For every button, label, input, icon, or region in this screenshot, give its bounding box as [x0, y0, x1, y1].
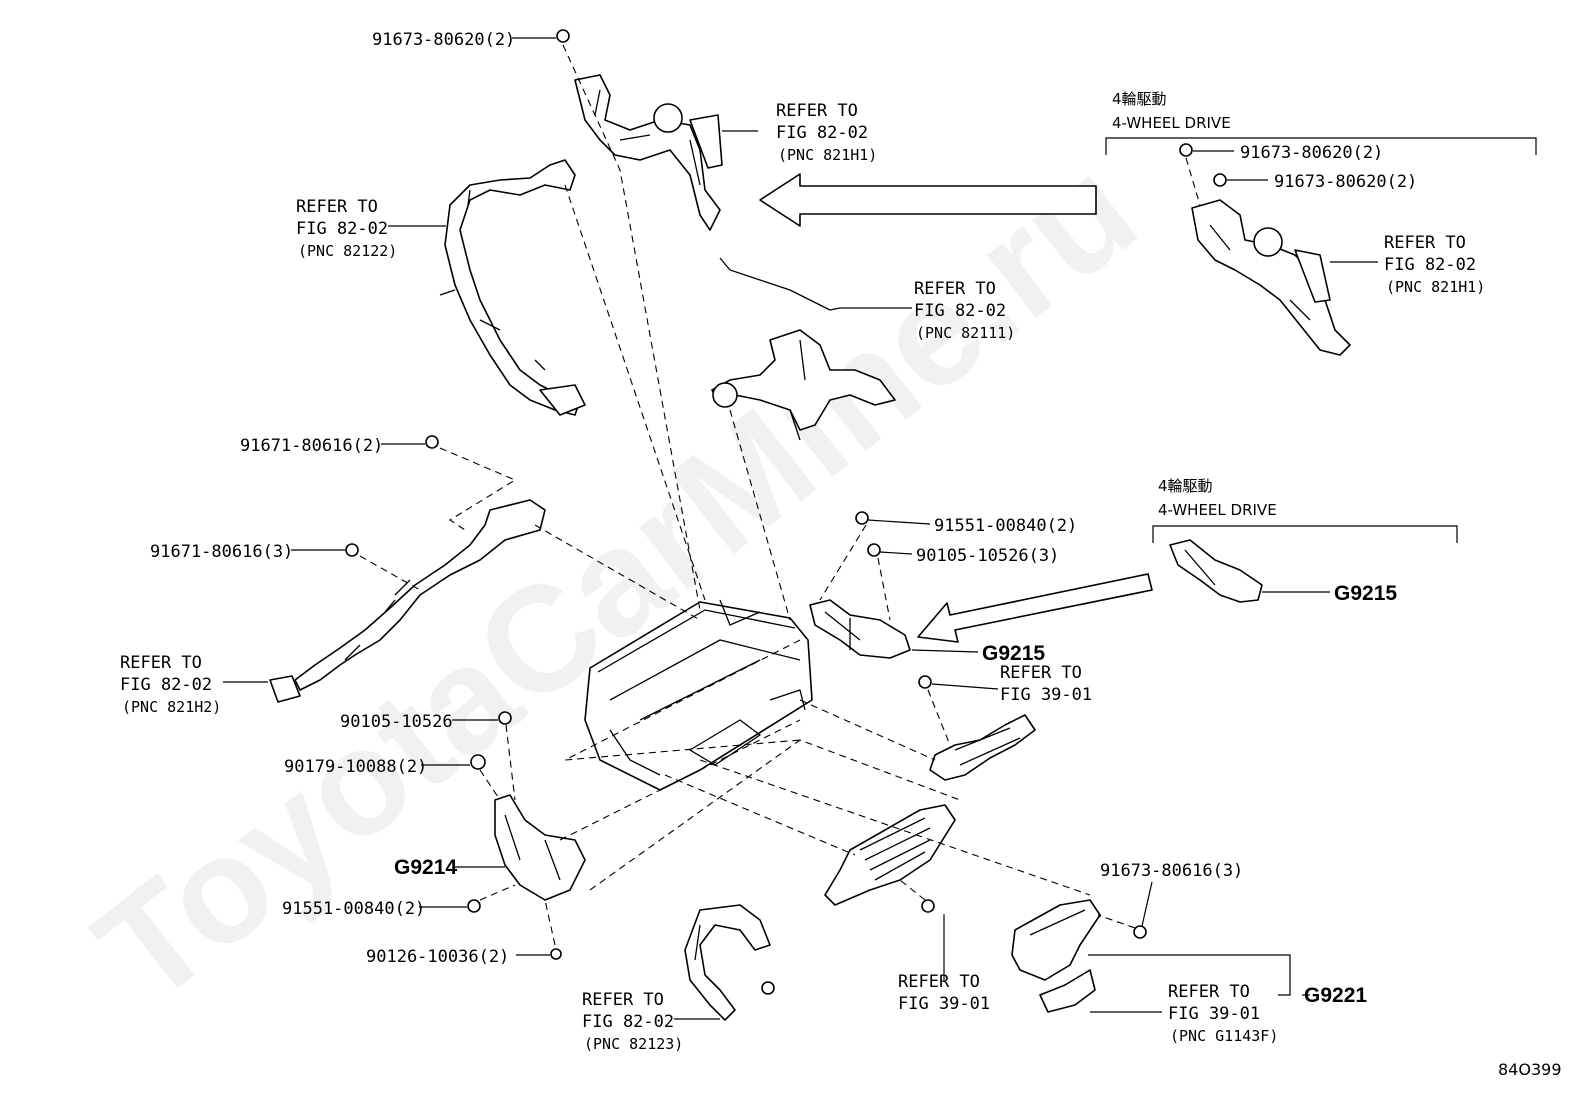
label-91671-80616-2: 91671-80616(2) [240, 436, 383, 456]
label-g9221: G9221 [1304, 984, 1367, 1007]
label-refer-82123-b: FIG 82-02 [582, 1012, 674, 1032]
figure-code: 84O399 [1498, 1060, 1562, 1079]
bracket-g9215-4wd [1169, 539, 1263, 603]
leader-lines [223, 37, 1378, 1020]
arrow-4wd-mid [917, 573, 1153, 643]
label-refer-821h1-4wd-c: (PNC 821H1) [1386, 278, 1485, 296]
label-g9215-center: G9215 [982, 642, 1045, 665]
label-refer-82111-b: FIG 82-02 [914, 301, 1006, 321]
group-top-en: 4-WHEEL DRIVE [1112, 114, 1231, 132]
label-refer-g1143f-b: FIG 39-01 [1168, 1004, 1260, 1024]
group-mid-en: 4-WHEEL DRIVE [1158, 501, 1277, 519]
watermark: ToyotaCarMine.ru [66, 125, 1165, 1036]
bolts [345, 29, 1227, 995]
label-refer-g1143f-a: REFER TO [1168, 982, 1250, 1002]
label-refer-821h1-a: REFER TO [776, 101, 858, 121]
label-refer-39-01-right-b: FIG 39-01 [1000, 685, 1092, 705]
group-mid-jp: 4輪駆動 [1158, 477, 1213, 495]
label-91671-80616-3: 91671-80616(3) [150, 542, 293, 562]
label-refer-821h2-a: REFER TO [120, 653, 202, 673]
label-90105-10526: 90105-10526 [340, 712, 453, 732]
label-g9215-4wd: G9215 [1334, 582, 1397, 605]
label-91673-80620-top: 91673-80620(2) [372, 30, 515, 50]
label-refer-82111-c: (PNC 82111) [916, 324, 1015, 342]
lower-cover-39-01 [824, 804, 956, 906]
label-90126-10036: 90126-10036(2) [366, 947, 509, 967]
label-refer-g1143f-c: (PNC G1143F) [1170, 1027, 1278, 1045]
label-refer-82122-b: FIG 82-02 [296, 219, 388, 239]
label-refer-82123-a: REFER TO [582, 990, 664, 1010]
label-91551-00840-bottom: 91551-00840(2) [282, 899, 425, 919]
assembly-lines [359, 44, 1201, 946]
group-bracket-mid [1152, 525, 1458, 543]
wire-harness-82123 [684, 904, 771, 1021]
group-top-jp: 4輪駆動 [1112, 90, 1167, 108]
group-bracket-top [1105, 137, 1537, 155]
label-refer-39-01-bottom-b: FIG 39-01 [898, 994, 990, 1014]
arrow-4wd-top [759, 173, 1097, 227]
heat-shield-39-01 [929, 714, 1036, 781]
label-90179-10088: 90179-10088(2) [284, 757, 427, 777]
bracket-g9214 [494, 794, 586, 901]
label-91673-80616: 91673-80616(3) [1100, 861, 1243, 881]
inverter-block [584, 599, 813, 791]
label-91673-80620-4wd-b: 91673-80620(2) [1274, 172, 1417, 192]
label-refer-39-01-bottom-a: REFER TO [898, 972, 980, 992]
label-refer-821h2-b: FIG 82-02 [120, 675, 212, 695]
wire-harness-821h2 [269, 499, 546, 703]
label-refer-821h1-4wd-a: REFER TO [1384, 233, 1466, 253]
label-refer-821h1-b: FIG 82-02 [776, 123, 868, 143]
label-refer-821h1-c: (PNC 821H1) [778, 146, 877, 164]
label-refer-821h2-c: (PNC 821H2) [122, 698, 221, 716]
label-refer-82122-a: REFER TO [296, 197, 378, 217]
bracket-g9215-center [809, 599, 911, 659]
cover-g9221 [1011, 899, 1101, 1013]
label-refer-39-01-right-a: REFER TO [1000, 663, 1082, 683]
label-refer-82122-c: (PNC 82122) [298, 242, 397, 260]
label-refer-82123-c: (PNC 82123) [584, 1035, 683, 1053]
label-91673-80620-4wd-a: 91673-80620(2) [1240, 143, 1383, 163]
wire-harness-82111 [711, 257, 896, 441]
label-91551-00840-top: 91551-00840(2) [934, 516, 1077, 536]
label-g9214: G9214 [394, 856, 457, 879]
label-refer-821h1-4wd-b: FIG 82-02 [1384, 255, 1476, 275]
label-refer-82111-a: REFER TO [914, 279, 996, 299]
wire-harness-82122 [439, 159, 586, 416]
wire-harness-821h1-4wd [1191, 199, 1351, 356]
label-90105-10526-3: 90105-10526(3) [916, 546, 1059, 566]
wire-harness-821h1 [574, 74, 723, 231]
